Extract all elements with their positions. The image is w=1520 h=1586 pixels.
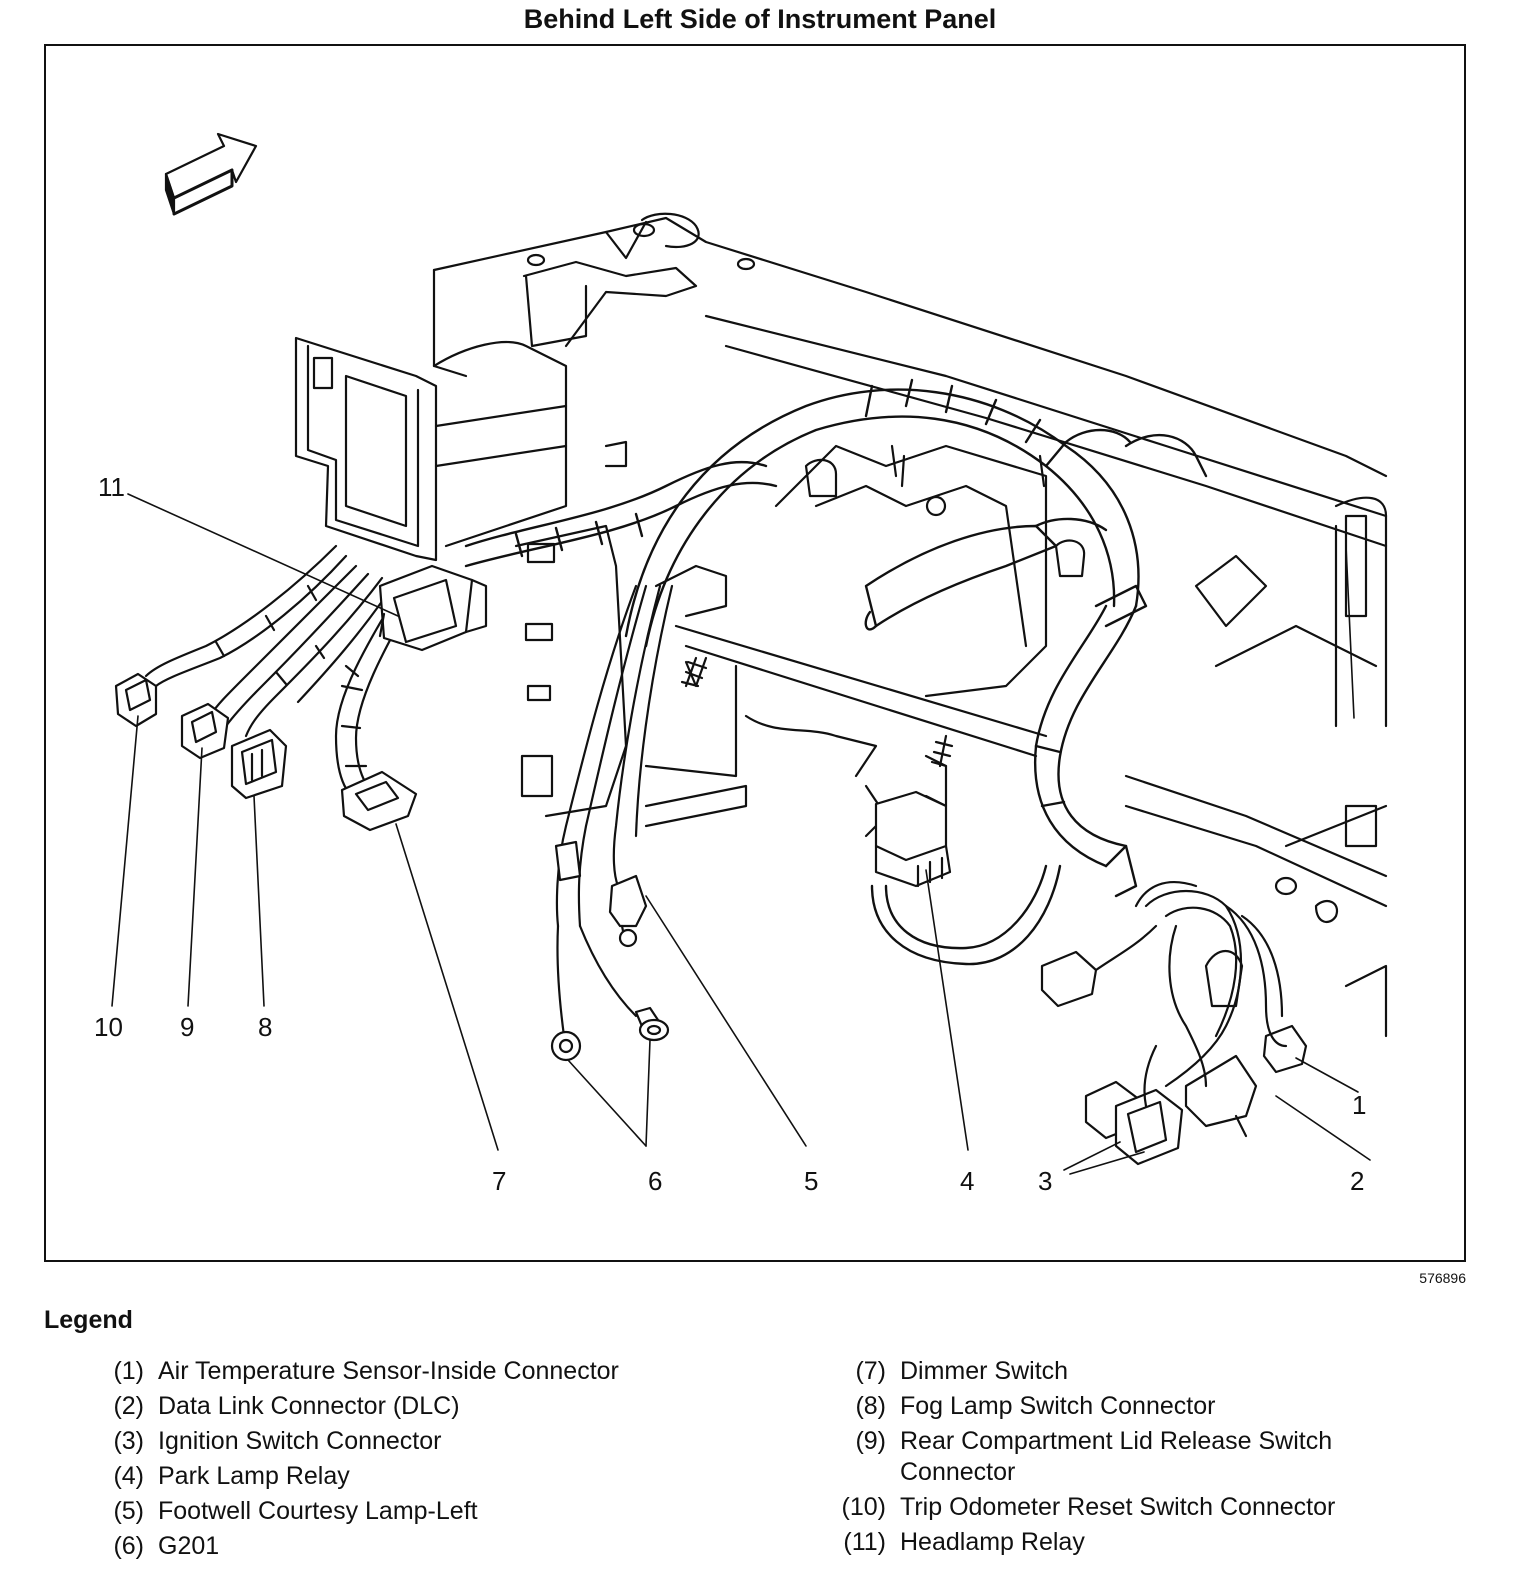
diagram-title: Behind Left Side of Instrument Panel xyxy=(523,4,997,34)
legend-text: Air Temperature Sensor-Inside Connector xyxy=(158,1357,619,1385)
legend-text: Park Lamp Relay xyxy=(158,1462,350,1490)
legend-number: (1) xyxy=(113,1357,144,1385)
connector-8 xyxy=(230,728,288,800)
wiring-illustration: 11 10 9 8 7 6 5 4 3 2 1 xyxy=(94,132,1388,1196)
legend-number: (10) xyxy=(841,1493,886,1521)
callout-1: 1 xyxy=(1352,1090,1366,1120)
legend-number: (3) xyxy=(113,1427,144,1455)
legend-list-right: (7) Dimmer Switch (8) Fog Lamp Switch Conn… xyxy=(828,1356,1428,1562)
legend-item: (9) Rear Compartment Lid Release Switch C… xyxy=(828,1426,1428,1488)
ground-wires xyxy=(550,584,674,1062)
legend-item: (6) G201 xyxy=(86,1531,746,1562)
illustration-frame: 11 10 9 8 7 6 5 4 3 2 1 xyxy=(44,44,1466,1262)
legend-item: (11) Headlamp Relay xyxy=(828,1527,1428,1558)
legend-item: (7) Dimmer Switch xyxy=(828,1356,1428,1387)
legend-item: (10) Trip Odometer Reset Switch Connector xyxy=(828,1492,1428,1523)
connector-7 xyxy=(340,770,418,832)
legend-text: Footwell Courtesy Lamp-Left xyxy=(158,1497,478,1525)
callout-9: 9 xyxy=(180,1012,194,1042)
legend-list-left: (1) Air Temperature Sensor-Inside Connect… xyxy=(86,1356,746,1566)
legend-number: (6) xyxy=(113,1532,144,1560)
callout-leaders xyxy=(111,493,1371,1175)
center-bracket xyxy=(514,444,1086,838)
callout-8: 8 xyxy=(258,1012,272,1042)
figure-id: 576896 xyxy=(1419,1270,1466,1286)
connector-11 xyxy=(378,564,488,652)
legend-number: (5) xyxy=(113,1497,144,1525)
callout-6: 6 xyxy=(648,1166,662,1196)
callout-10: 10 xyxy=(94,1012,123,1042)
connector-9 xyxy=(180,702,230,760)
legend-text: Dimmer Switch xyxy=(900,1357,1069,1385)
legend-item: (1) Air Temperature Sensor-Inside Connect… xyxy=(86,1356,746,1387)
mounting-screws xyxy=(680,444,1046,768)
legend-number: (4) xyxy=(113,1462,144,1490)
callout-7: 7 xyxy=(492,1166,506,1196)
legend-heading: Legend xyxy=(44,1306,133,1334)
callout-4: 4 xyxy=(960,1166,974,1196)
legend-number: (8) xyxy=(855,1392,886,1420)
hvac-duct xyxy=(294,274,628,562)
legend-text: G201 xyxy=(158,1532,220,1560)
legend-text: Fog Lamp Switch Connector xyxy=(900,1392,1216,1420)
connector-1 xyxy=(1262,1024,1308,1074)
legend-number: (11) xyxy=(843,1528,886,1556)
connector-4 xyxy=(874,790,952,888)
legend-text: Headlamp Relay xyxy=(900,1528,1085,1556)
legend-item: (5) Footwell Courtesy Lamp-Left xyxy=(86,1496,746,1527)
wiring-harness xyxy=(464,378,1208,966)
legend-item: (2) Data Link Connector (DLC) xyxy=(86,1391,746,1422)
legend-number: (2) xyxy=(113,1392,144,1420)
lower-right-harness xyxy=(1134,881,1288,1108)
legend-text: Rear Compartment Lid Release Switch Conn… xyxy=(900,1427,1333,1486)
callout-5: 5 xyxy=(804,1166,818,1196)
legend-text: Ignition Switch Connector xyxy=(158,1427,442,1455)
connector-2 xyxy=(1184,1054,1258,1138)
callout-2: 2 xyxy=(1350,1166,1364,1196)
legend-text: Data Link Connector (DLC) xyxy=(158,1392,460,1420)
connector-side xyxy=(1040,924,1158,1008)
connector-3 xyxy=(1084,1080,1184,1166)
forward-arrow-icon xyxy=(164,132,258,216)
legend-number: (7) xyxy=(855,1357,886,1385)
callout-3: 3 xyxy=(1038,1166,1052,1196)
legend-number: (9) xyxy=(855,1427,886,1455)
connector-10 xyxy=(114,672,158,728)
legend-item: (4) Park Lamp Relay xyxy=(86,1461,746,1492)
legend-item: (8) Fog Lamp Switch Connector xyxy=(828,1391,1428,1422)
instrument-panel-structure xyxy=(432,212,1388,1038)
callout-11: 11 xyxy=(98,472,125,502)
legend-text: Trip Odometer Reset Switch Connector xyxy=(900,1493,1336,1521)
legend-item: (3) Ignition Switch Connector xyxy=(86,1426,746,1457)
